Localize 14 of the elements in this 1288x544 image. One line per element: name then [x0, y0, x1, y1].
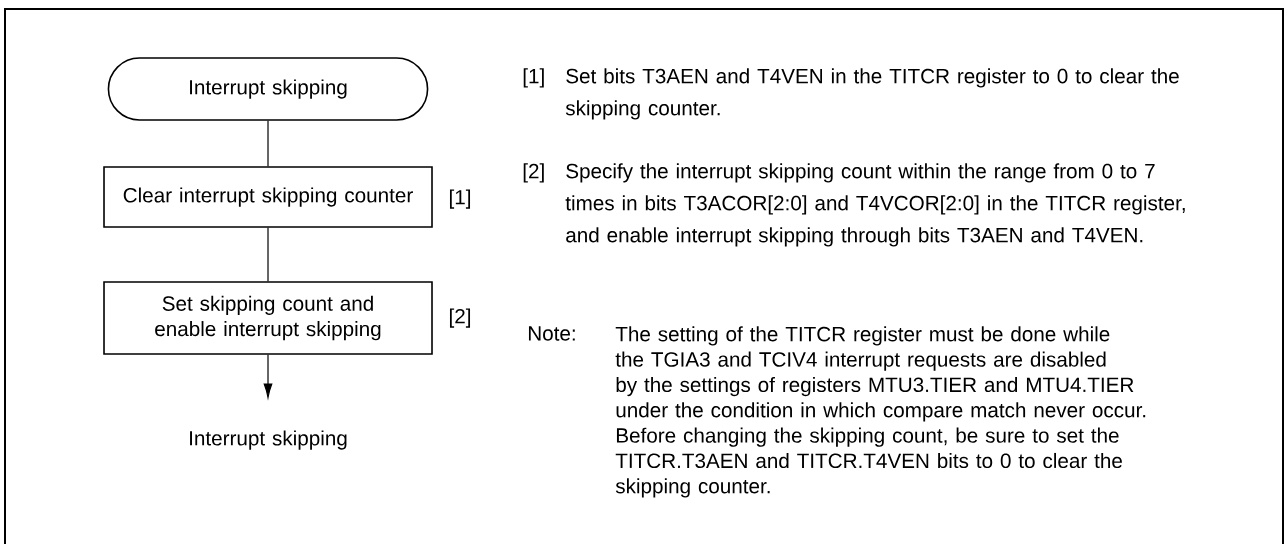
- end-text: Interrupt skipping: [190, 430, 347, 450]
- step-number: [1]: [523, 68, 544, 88]
- connector: [267, 227, 269, 282]
- note-text: The setting of the TITCR register must be done while the TGIA3 and TCIV4 interrupt requests are disabled by the settings of registers MTU3.TIER and MTU4.TIER under the condition in which compare match never occur. Before changing the skipping count, be sure to set the TITCR.T3AEN and TITCR.T4VEN bits to 0 to clear the skipping counter.: [615, 326, 1146, 498]
- connector: [263, 354, 273, 398]
- process-box: Clear interrupt skipping counter: [103, 166, 433, 228]
- step-description: Set bits T3AEN and T4VEN in the TITCR register to 0 to clear the skipping counter.: [565, 68, 1179, 120]
- step-number: [2]: [523, 163, 544, 183]
- connector: [267, 120, 269, 167]
- step-number: [1]: [450, 189, 470, 209]
- step-number: [2]: [450, 308, 470, 328]
- process-box: Set skipping count and enable interrupt skipping: [103, 281, 433, 355]
- step-description: Specify the interrupt skipping count within the range from 0 to 7 times in bits T3ACOR[2:0] and T4VCOR[2:0] in the TITCR register, and enable interrupt skipping through bits T3AEN and T4VEN.: [565, 163, 1185, 247]
- note-label: Note:: [528, 326, 575, 341]
